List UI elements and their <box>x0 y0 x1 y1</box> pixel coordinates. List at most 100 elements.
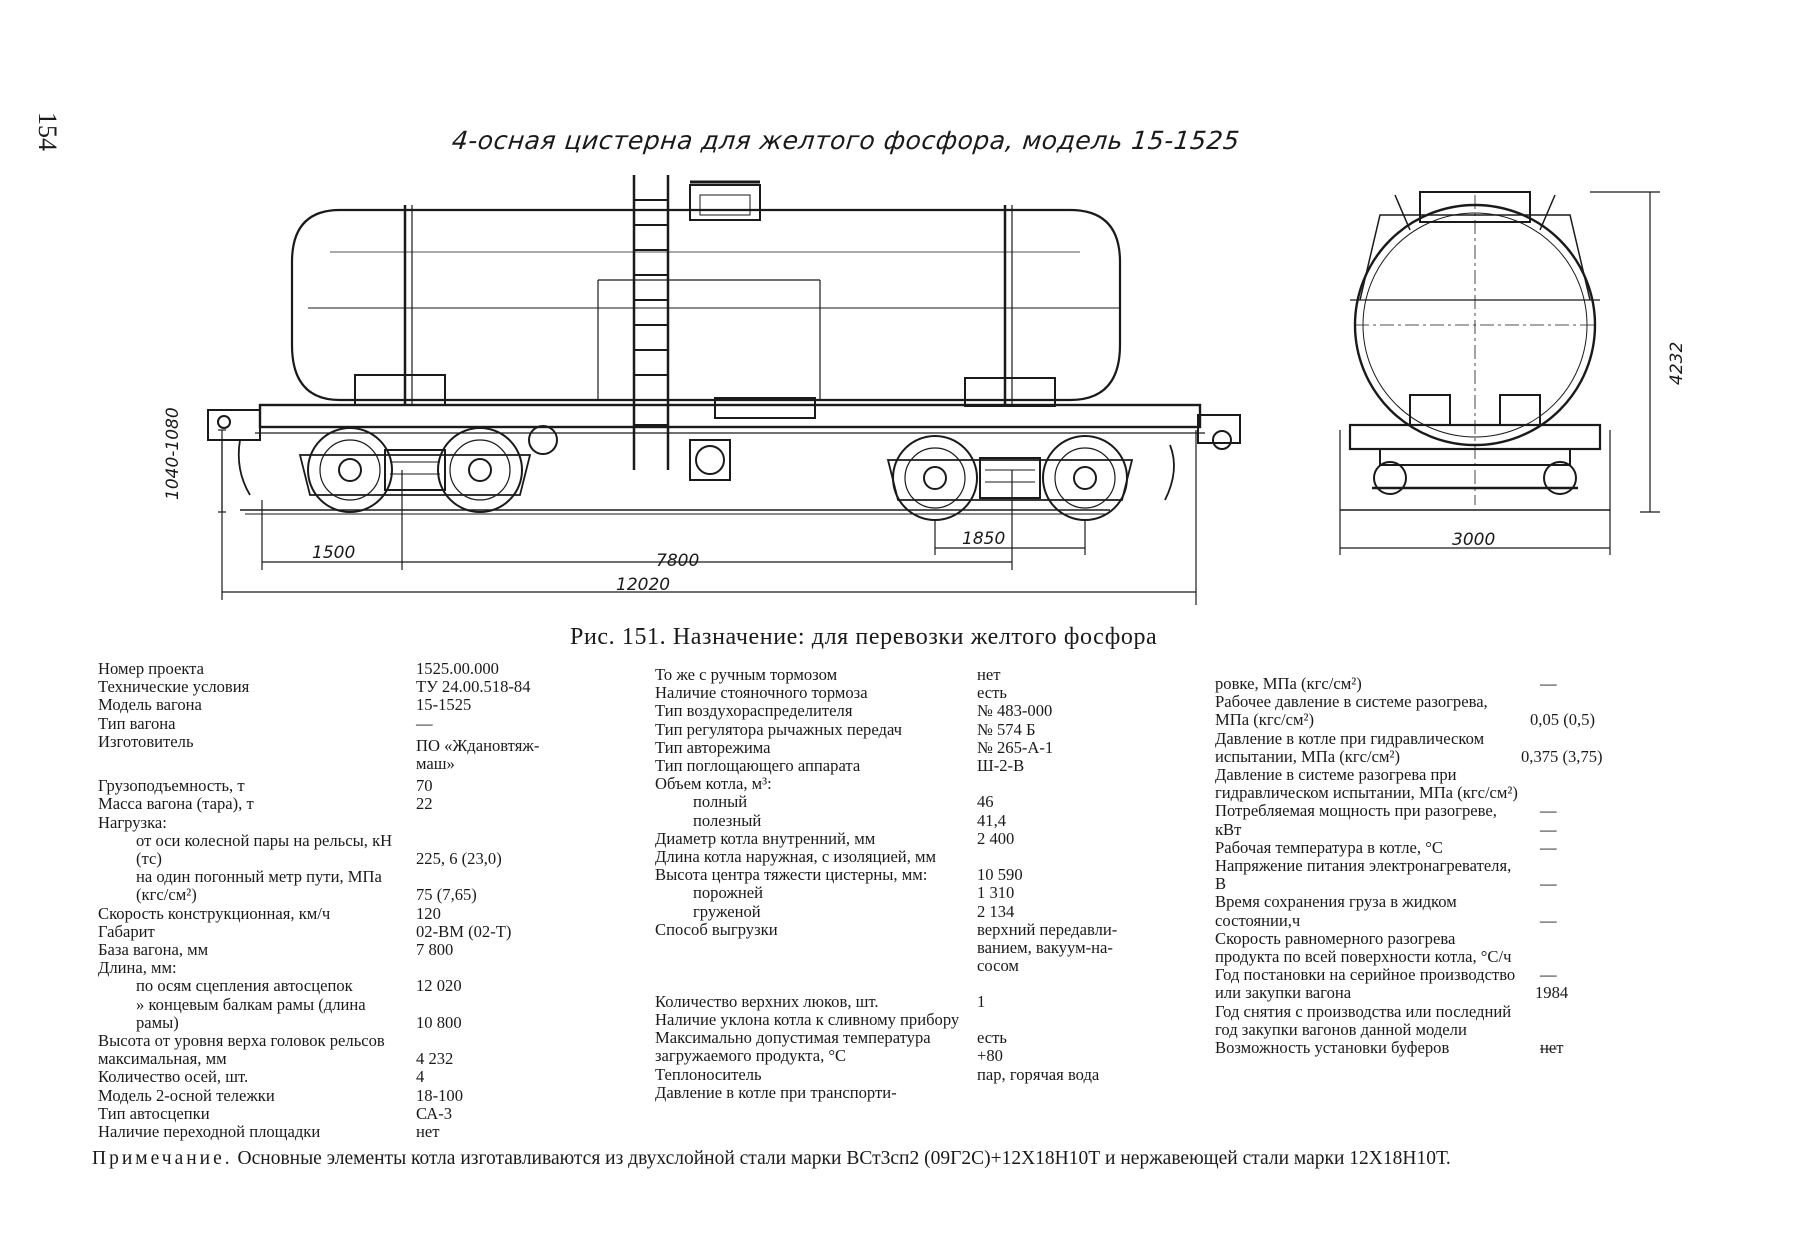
spec-value: 225, 6 (23,0) <box>416 849 502 869</box>
spec-row: Напряжение питания электронагревателя, В… <box>1215 856 1685 894</box>
spec-label: Тип вагона <box>98 713 176 733</box>
figure-caption: Рис. 151. Назначение: для перевозки желт… <box>570 624 1158 650</box>
spec-label: Тип воздухораспределителя <box>655 701 853 721</box>
spec-label: Наличие стояночного тормоза <box>655 683 868 703</box>
dim-frame-end: 1500 <box>312 543 355 563</box>
spec-label: База вагона, мм <box>98 940 209 960</box>
spec-row: от оси колесной пары на рельсы, кН (тс) … <box>98 830 502 869</box>
spec-label: Тип поглощающего аппарата <box>655 756 861 776</box>
spec-value: 0,05 (0,5) <box>1530 710 1595 730</box>
spec-value: — <box>1540 819 1557 839</box>
spec-row: Высота от уровня верха головок рельсов м… <box>98 1031 478 1069</box>
dim-height-max: 4232 <box>1667 342 1687 385</box>
spec-row: Потребляемая мощность при разогреве, кВт… <box>1215 801 1685 839</box>
spec-row: Наличие уклона котла к сливному прибору … <box>655 1010 1135 1047</box>
spec-label: Масса вагона (тара), т <box>98 794 254 814</box>
spec-row: Наличие стояночного тормоза есть <box>655 684 1135 702</box>
spec-value: 46 <box>977 792 994 812</box>
spec-column-2: То же с ручным тормозом нет Наличие стоян… <box>655 665 1135 1102</box>
spec-row: Количество верхних люков, шт. 1 <box>655 991 1135 1011</box>
spec-value: — <box>1540 1038 1557 1058</box>
spec-value: есть <box>977 683 1007 703</box>
spec-row: Тип воздухораспределителя № 483-000 <box>655 702 1135 720</box>
spec-label: Тип регулятора рычажных передач <box>655 719 902 739</box>
spec-value: 18-100 <box>416 1085 464 1105</box>
spec-label: Длина котла наружная, с изоляцией, мм <box>655 847 936 867</box>
spec-value: 75 (7,65) <box>416 885 477 905</box>
spec-label: груженой <box>693 901 761 921</box>
spec-label: Габарит <box>98 921 155 941</box>
spec-value: 1 <box>977 991 986 1011</box>
spec-row: Модель вагона 15-1525 <box>98 696 478 714</box>
spec-label: Время сохранения груза в жидком состояни… <box>1215 892 1457 930</box>
spec-value: № 265-А-1 <box>977 737 1054 757</box>
spec-value: 2 134 <box>977 901 1015 921</box>
spec-value: 0,375 (3,75) <box>1521 746 1603 766</box>
spec-row: Нагрузка: <box>98 813 478 832</box>
spec-label: Высота от уровня верха головок рельсов м… <box>98 1031 385 1069</box>
spec-label: Способ выгрузки <box>655 919 778 939</box>
spec-value: 15-1525 <box>416 695 472 715</box>
spec-value: +80 <box>977 1046 1003 1066</box>
spec-value: 10 590 <box>977 865 1023 885</box>
spec-value: 1984 <box>1535 983 1569 1003</box>
side-view <box>207 175 1241 521</box>
spec-value: — <box>1540 674 1557 693</box>
spec-value: № 483-000 <box>977 701 1053 721</box>
spec-value: 2 400 <box>977 828 1015 848</box>
spec-value: нет <box>1540 1038 1564 1058</box>
spec-label: Год постановки на серийное производство … <box>1215 965 1516 1003</box>
dim-overall-length: 12020 <box>616 575 670 595</box>
spec-value: 12 020 <box>416 976 462 996</box>
spec-label: полный <box>693 792 748 812</box>
spec-value: СА-3 <box>416 1103 453 1123</box>
spec-label: То же с ручным тормозом <box>655 665 838 684</box>
spec-label: Скорость конструкционная, км/ч <box>98 903 331 923</box>
spec-label: от оси колесной пары на рельсы, кН (тс) <box>136 830 393 869</box>
spec-value: 4 232 <box>416 1049 454 1069</box>
spec-value: 1 310 <box>977 883 1015 903</box>
note-heading: Примечание. <box>92 1148 233 1169</box>
spec-row: Длина котла наружная, с изоляцией, мм 10… <box>655 847 1135 884</box>
spec-label: Рабочая температура в котле, °С <box>1215 837 1443 857</box>
spec-label: Модель вагона <box>98 695 202 715</box>
spec-value: нет <box>977 665 1001 684</box>
end-view <box>1340 191 1610 511</box>
spec-row: Давление в котле при гидравлическом испы… <box>1215 729 1685 766</box>
spec-row: То же с ручным тормозом нет <box>655 665 1135 684</box>
spec-row: полный 46 <box>655 793 1135 811</box>
spec-label: ровке, МПа (кгс/см²) <box>1215 674 1362 693</box>
spec-value: — <box>1540 965 1557 985</box>
spec-label: » концевым балкам рамы (длина рамы) <box>136 994 366 1032</box>
spec-value: 4 <box>416 1067 425 1087</box>
dim-height-coupler: 1040-1080 <box>163 407 183 500</box>
spec-label: Давление в системе разогрева при гидравл… <box>1215 765 1518 803</box>
spec-row: ровке, МПа (кгс/см²) — <box>1215 674 1685 693</box>
spec-row: Количество осей, шт.4 <box>98 1068 478 1086</box>
spec-label: Потребляемая мощность при разогреве, кВт <box>1215 801 1497 839</box>
spec-row: Максимально допустимая температура загру… <box>655 1029 1135 1066</box>
spec-row: Рабочая температура в котле, °С— <box>1215 837 1685 857</box>
spec-label: Длина, мм: <box>98 958 177 978</box>
spec-row: Тип вагона— <box>98 713 478 733</box>
spec-row: Рабочее давление в системе разогрева, МП… <box>1215 693 1685 730</box>
spec-label: Наличие переходной площадки <box>98 1122 321 1142</box>
end-view-dimensions <box>1339 191 1660 555</box>
spec-row: Давление в котле при транспорти- <box>655 1083 1135 1102</box>
spec-label: Количество верхних люков, шт. <box>655 991 879 1011</box>
spec-row: Год постановки на серийное производство … <box>1215 965 1685 1003</box>
spec-label: Технические условия <box>98 677 250 697</box>
spec-label: Напряжение питания электронагревателя, В <box>1215 856 1512 894</box>
spec-row: Год снятия с производства или последний … <box>1215 1002 1685 1057</box>
spec-value: — <box>1540 801 1557 821</box>
